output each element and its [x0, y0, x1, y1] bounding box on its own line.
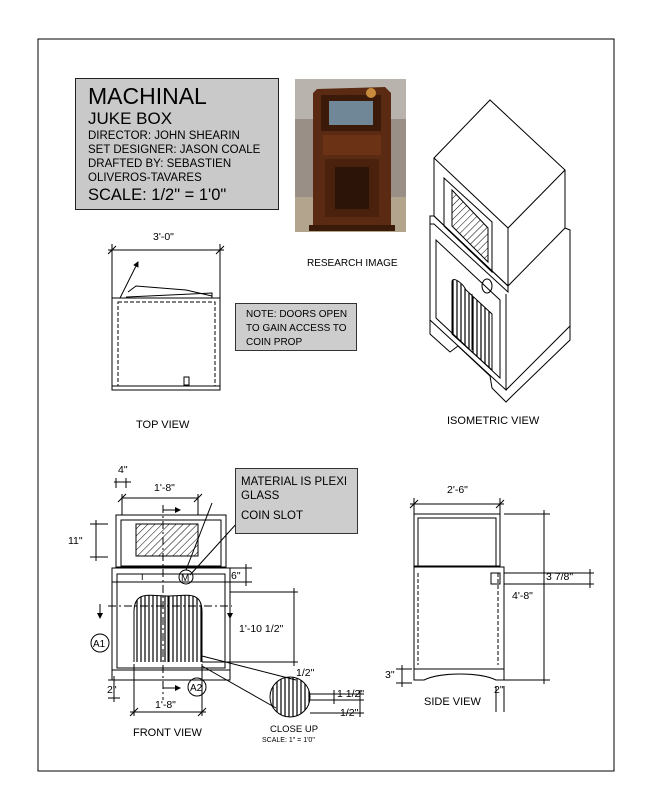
material-line-1: MATERIAL IS PLEXI — [241, 476, 348, 488]
inner-marker: I — [141, 572, 144, 582]
dim-front-slot-drop: 6" — [231, 570, 241, 582]
research-photo — [295, 79, 406, 232]
material-line-2: GLASS — [241, 490, 280, 502]
drawing-scale: SCALE: 1/2" = 1'0" — [88, 186, 227, 204]
isometric-view-label: ISOMETRIC VIEW — [447, 415, 540, 427]
note-line-3: COIN PROP — [246, 337, 303, 348]
section-marker-a1: A1 — [90, 633, 110, 653]
drawing-subtitle: JUKE BOX — [88, 109, 173, 128]
research-image-caption: RESEARCH IMAGE — [307, 258, 398, 269]
dim-top-width: 3'-0" — [153, 231, 174, 243]
dim-front-grille-height: 1'-10 1/2" — [239, 623, 284, 635]
close-up-scale: SCALE: 1" = 1'0" — [262, 737, 315, 744]
svg-text:A2: A2 — [190, 683, 203, 694]
coin-slot-marker: M — [181, 573, 189, 584]
director-credit: DIRECTOR: JOHN SHEARIN — [88, 130, 240, 142]
top-view-drawing — [107, 244, 225, 391]
side-view-drawing — [396, 498, 594, 712]
note-line-1: NOTE: DOORS OPEN — [246, 309, 348, 320]
dim-front-window-height: 11" — [68, 535, 83, 547]
dim-side-foot: 3" — [385, 669, 395, 681]
close-up-drawing — [269, 676, 364, 718]
dim-side-base: 2" — [494, 684, 504, 696]
drafter-credit: DRAFTED BY: SEBASTIEN — [88, 158, 232, 170]
top-view-label: TOP VIEW — [136, 419, 190, 431]
svg-text:A1: A1 — [93, 639, 106, 650]
dim-front-base-height: 2" — [107, 684, 117, 696]
dim-front-window-width: 1'-8" — [154, 482, 175, 494]
dim-closeup-bottom: 1/2" — [340, 707, 359, 719]
dim-side-handle: 3 7/8" — [546, 571, 574, 583]
project-title: MACHINAL — [88, 83, 207, 109]
side-view-label: SIDE VIEW — [424, 696, 481, 708]
note-line-2: TO GAIN ACCESS TO — [246, 323, 347, 334]
front-view-drawing — [90, 478, 298, 717]
dim-closeup-top: 1/2" — [296, 667, 315, 679]
dim-closeup-mid: 1 1/2" — [337, 688, 365, 700]
dim-front-top-offset: 4" — [118, 464, 128, 476]
coin-slot-label: COIN SLOT — [241, 510, 303, 522]
dim-side-height: 4'-8" — [512, 590, 533, 602]
dim-side-width: 2'-6" — [447, 484, 468, 496]
front-view-label: FRONT VIEW — [133, 727, 202, 739]
section-marker-a2: A2 — [187, 677, 207, 697]
isometric-view-drawing — [429, 99, 571, 403]
material-note-box: MATERIAL IS PLEXI GLASS COIN SLOT — [235, 468, 358, 534]
set-designer-credit: SET DESIGNER: JASON COALE — [88, 144, 261, 156]
sheet-border — [37, 38, 615, 772]
dim-front-grille-width: 1'-8" — [155, 699, 176, 711]
title-block: MACHINAL JUKE BOX DIRECTOR: JOHN SHEARIN… — [75, 78, 279, 210]
close-up-label: CLOSE UP — [270, 724, 319, 735]
note-box: NOTE: DOORS OPEN TO GAIN ACCESS TO COIN … — [235, 303, 357, 351]
drafter-credit-cont: OLIVEROS-TAVARES — [88, 172, 202, 184]
